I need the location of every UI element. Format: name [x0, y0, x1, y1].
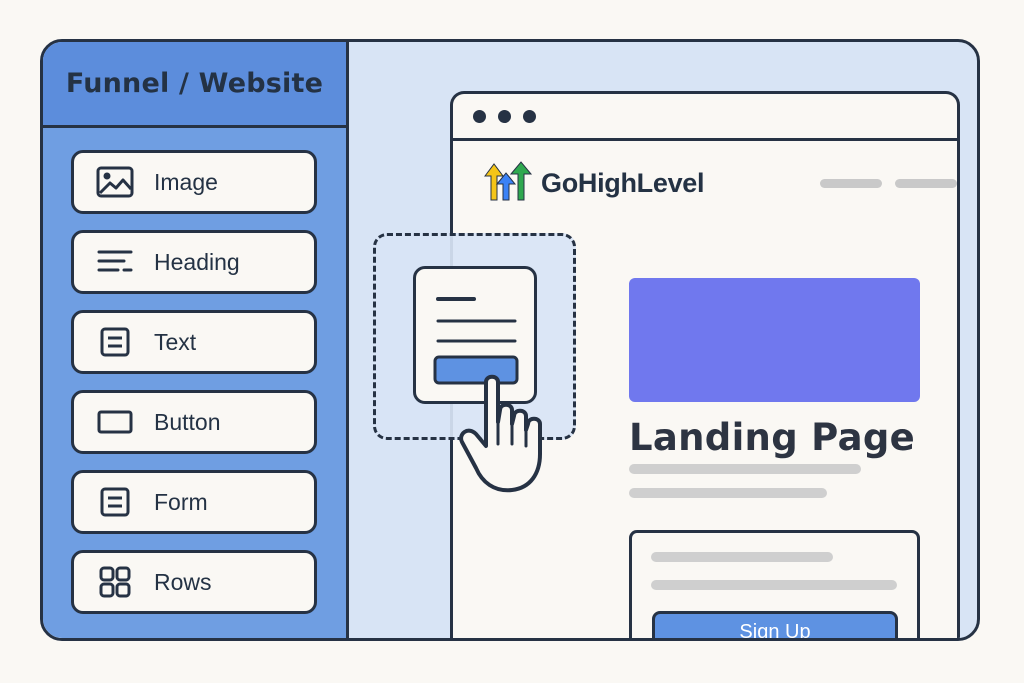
- arrows-logo-icon: [483, 160, 533, 206]
- signup-form-card: Sign Up: [629, 530, 920, 638]
- window-dot: [523, 109, 536, 123]
- widget-form[interactable]: Form: [71, 470, 317, 534]
- nav-link-placeholder[interactable]: [820, 179, 882, 188]
- brand-name: GoHighLevel: [541, 167, 705, 198]
- hero-image-placeholder: [629, 278, 920, 402]
- button-icon: [94, 405, 136, 439]
- pointer-hand-icon: [456, 372, 566, 502]
- browser-titlebar: [453, 94, 957, 141]
- widget-label: Text: [154, 328, 197, 355]
- form-field-placeholder[interactable]: [651, 580, 897, 590]
- widget-label: Form: [154, 488, 208, 515]
- heading-icon: [94, 245, 136, 279]
- sidebar-header: Funnel / Website: [43, 42, 346, 128]
- nav-link-placeholder[interactable]: [895, 179, 957, 188]
- dragged-element-card[interactable]: [413, 266, 537, 404]
- widget-heading[interactable]: Heading: [71, 230, 317, 294]
- widget-label: Button: [154, 408, 221, 435]
- signup-button[interactable]: Sign Up: [652, 611, 898, 638]
- widget-label: Rows: [154, 568, 212, 595]
- form-icon: [94, 485, 136, 519]
- builder-window: Funnel / Website Image Heading Text Butt: [40, 39, 980, 641]
- widget-label: Image: [154, 168, 218, 195]
- page-heading: Landing Page: [629, 416, 916, 459]
- text-line-placeholder: [629, 464, 861, 474]
- widget-button[interactable]: Button: [71, 390, 317, 454]
- form-field-placeholder[interactable]: [651, 552, 833, 562]
- widget-text[interactable]: Text: [71, 310, 317, 374]
- element-sidebar: Funnel / Website Image Heading Text Butt: [43, 42, 349, 638]
- window-dot: [498, 109, 511, 123]
- widget-label: Heading: [154, 248, 240, 275]
- rows-grid-icon: [94, 565, 136, 599]
- text-line-placeholder: [629, 488, 827, 498]
- widget-image[interactable]: Image: [71, 150, 317, 214]
- brand-logo: GoHighLevel: [483, 160, 705, 206]
- widget-rows[interactable]: Rows: [71, 550, 317, 614]
- window-dot: [473, 109, 486, 123]
- sidebar-title: Funnel / Website: [65, 68, 324, 99]
- text-icon: [94, 325, 136, 359]
- image-icon: [94, 165, 136, 199]
